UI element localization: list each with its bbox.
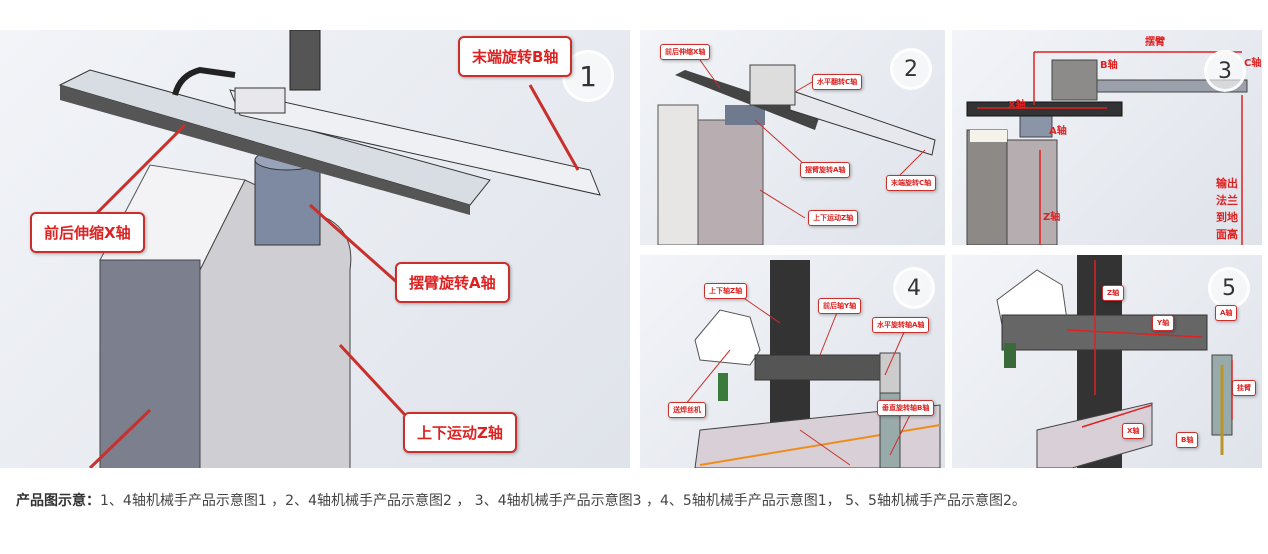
axis-label: C轴 <box>1244 58 1262 69</box>
callout-label: 送焊丝机 <box>668 402 706 418</box>
callout-label: 前后伸缩X轴 <box>660 44 711 60</box>
callout-label: 摆臂旋转A轴 <box>395 262 510 303</box>
diagram-panel-5: 5 Z轴 Y轴 A轴 挂臂 X轴 B轴 <box>952 255 1262 468</box>
callout-label: 挂臂 <box>1232 380 1256 396</box>
callout-label: 上下运动Z轴 <box>808 210 859 226</box>
panel-number-badge: 3 <box>1204 50 1246 92</box>
callout-label: 前后伸缩X轴 <box>30 212 145 253</box>
dimension-label: 输出法兰到地面高 <box>1216 177 1238 241</box>
callout-label: 水平翻转C轴 <box>812 74 863 90</box>
callout-label: 摆臂旋转A轴 <box>800 162 851 178</box>
caption-text: 1、4轴机械手产品示意图1 ，2、4轴机械手产品示意图2 ， 3、4轴机械手产品… <box>100 493 1026 509</box>
diagram-panel-2: 2 前后伸缩X轴 水平翻转C轴 摆臂旋转A轴 末端旋转C轴 上下运动Z轴 <box>640 30 945 245</box>
callout-label: B轴 <box>1176 432 1199 448</box>
panel-number-badge: 5 <box>1208 267 1250 309</box>
callout-label: 末端旋转B轴 <box>458 36 573 77</box>
callout-label: X轴 <box>1122 423 1145 439</box>
callout-label: 末端旋转C轴 <box>886 175 937 191</box>
panel-number-badge: 2 <box>890 48 932 90</box>
callout-label: 前后轴Y轴 <box>818 298 862 314</box>
diagram-panel-4: 4 上下轴Z轴 前后轴Y轴 水平旋转轴A轴 送焊丝机 垂直旋转轴B轴 <box>640 255 945 468</box>
callout-label: Y轴 <box>1152 315 1175 331</box>
axis-label: A轴 <box>1049 126 1067 137</box>
diagram-panel-1: 1 末端旋转B轴 前后伸缩X轴 摆臂旋转A轴 上下运动Z轴 <box>0 30 630 468</box>
axis-label: Z轴 <box>1043 212 1061 223</box>
callout-label: 上下轴Z轴 <box>704 283 748 299</box>
panel-number-badge: 4 <box>893 267 935 309</box>
robot-arm-4axis-drawing-3 <box>966 51 1248 245</box>
robot-arm-5axis-drawing-1 <box>684 260 941 468</box>
dimension-label: 摆臂 <box>1145 37 1165 48</box>
figure-caption: 产品图示意：1、4轴机械手产品示意图1 ，2、4轴机械手产品示意图2 ， 3、4… <box>16 488 1236 514</box>
axis-label: B轴 <box>1100 60 1118 71</box>
callout-label: 水平旋转轴A轴 <box>872 317 930 333</box>
robot-arm-4axis-drawing-2 <box>657 59 936 245</box>
callout-label: A轴 <box>1215 305 1238 321</box>
callout-label: 上下运动Z轴 <box>403 412 517 453</box>
robot-arm-4axis-drawing-1 <box>58 30 601 468</box>
callout-label: 垂直旋转轴B轴 <box>877 400 935 416</box>
callout-label: Z轴 <box>1102 285 1125 301</box>
caption-title: 产品图示意： <box>16 493 100 509</box>
panel-number-badge: 1 <box>562 50 614 102</box>
axis-label: X轴 <box>1008 100 1026 111</box>
diagram-panel-3: 3 摆臂 B轴 C轴 X轴 A轴 Z轴 输出法兰到地面高 <box>952 30 1262 245</box>
